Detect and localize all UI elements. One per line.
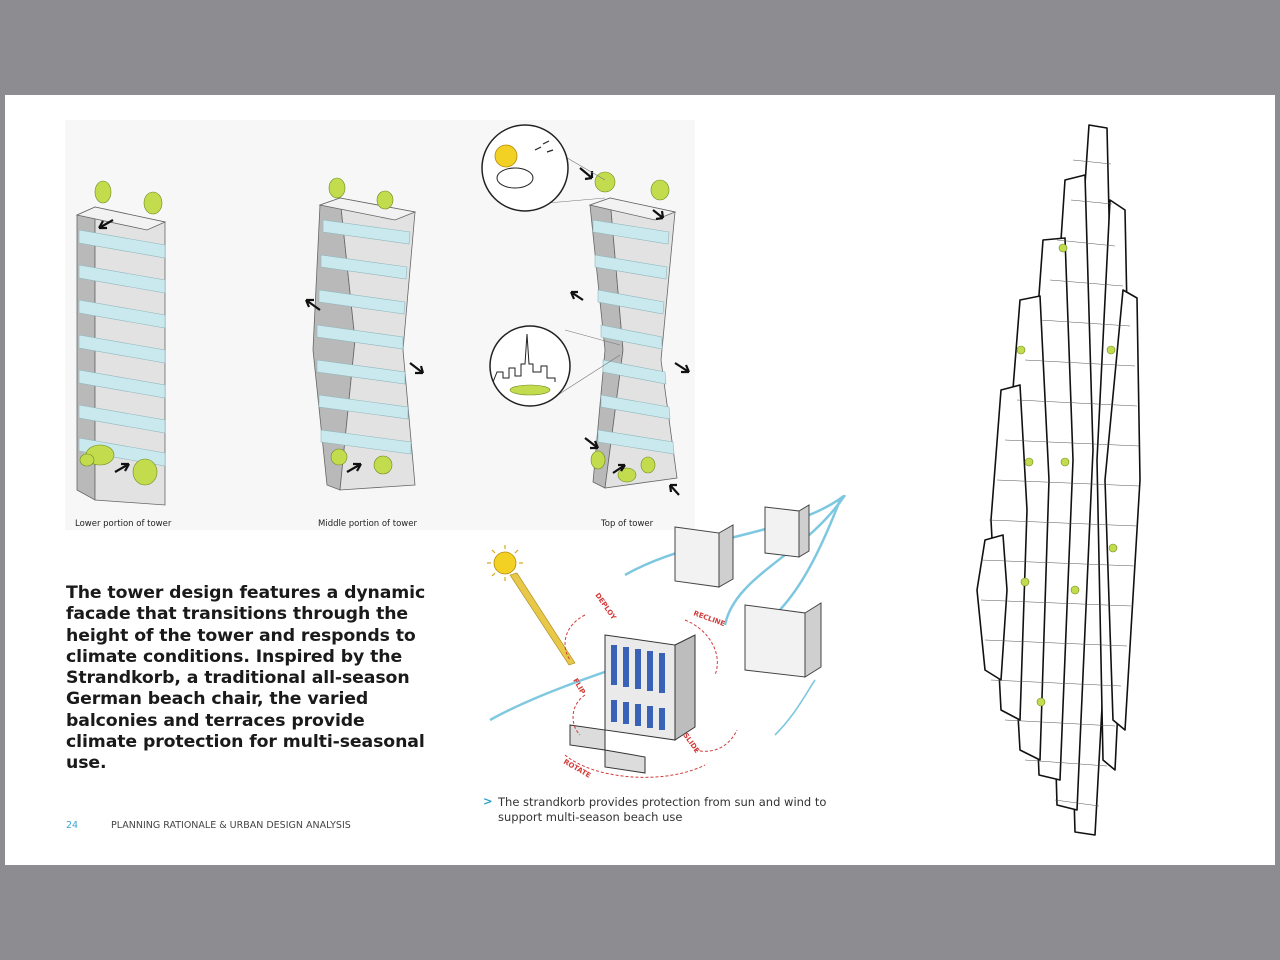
label-recline: RECLINE xyxy=(692,609,726,628)
tower-middle-portion xyxy=(304,177,425,491)
label-deploy: DEPLOY xyxy=(593,592,618,623)
section-title: PLANNING RATIONALE & URBAN DESIGN ANALYS… xyxy=(111,820,351,831)
tower-floor-lines xyxy=(980,159,1140,807)
caption-middle-portion: Middle portion of tower xyxy=(318,519,417,529)
strandkorb-main-chair xyxy=(569,634,696,774)
strandkorb-small-chairs xyxy=(674,504,822,678)
tower-top-portion xyxy=(481,124,691,496)
sun-icon xyxy=(493,551,517,575)
strandkorb-caption-text: The strandkorb provides protection from … xyxy=(498,795,827,824)
strandkorb-diagram: DEPLOY RECLINE FLIP SLIDE ROTATE xyxy=(487,495,847,780)
page-number: 24 xyxy=(66,820,79,831)
strandkorb-caption: > The strandkorb provides protection fro… xyxy=(483,794,843,825)
tower-greenery xyxy=(1016,243,1118,707)
tower-lower-portion xyxy=(75,180,167,506)
document-page: Lower portion of tower Middle portion of… xyxy=(5,95,1275,865)
tower-portion-illustrations xyxy=(75,124,691,506)
tower-facade-diagrams xyxy=(65,120,695,530)
label-rotate: ROTATE xyxy=(562,758,592,780)
label-slide: SLIDE xyxy=(681,732,701,755)
body-text: The tower design features a dynamic faca… xyxy=(66,583,426,774)
full-tower-illustration xyxy=(976,124,1141,836)
caption-lower-portion: Lower portion of tower xyxy=(75,519,172,529)
chevron-right-icon: > xyxy=(483,794,493,808)
caption-top-portion: Top of tower xyxy=(601,519,654,529)
